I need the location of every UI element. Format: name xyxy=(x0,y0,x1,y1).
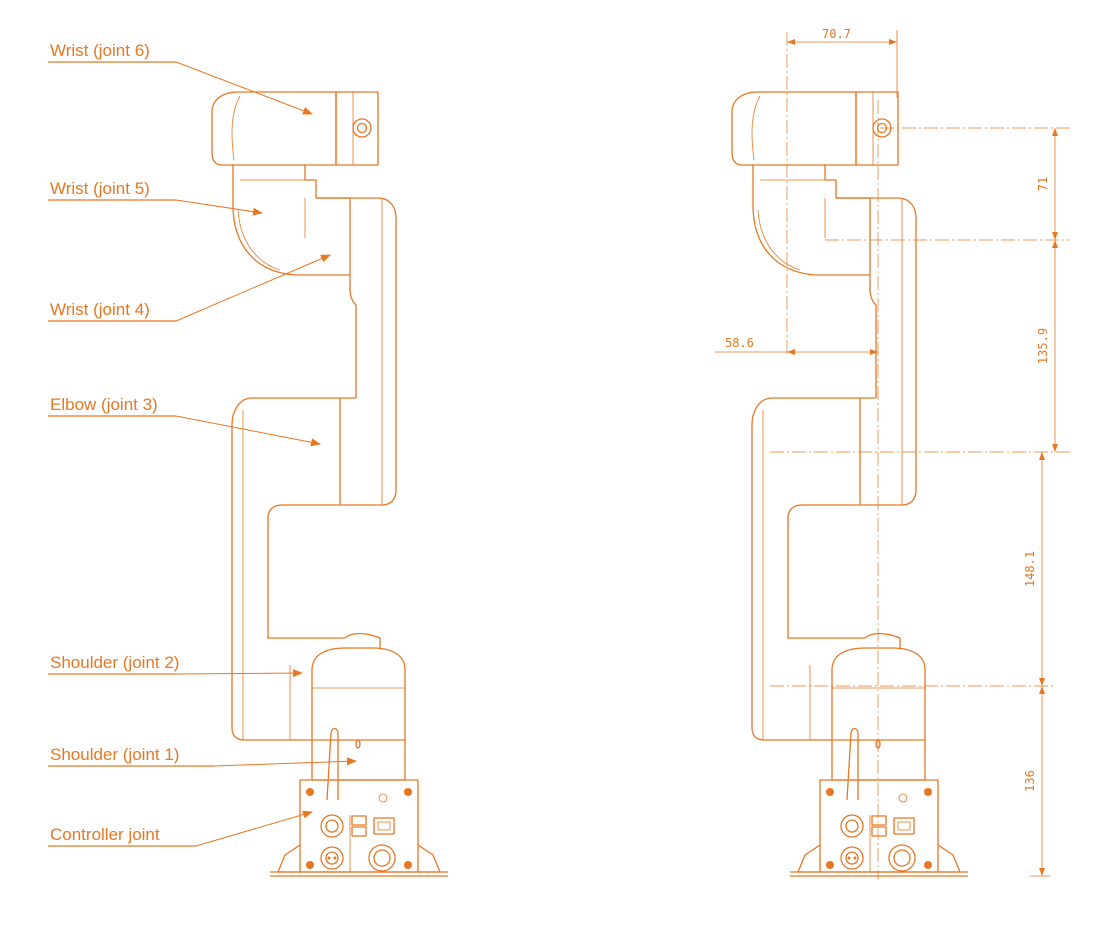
svg-text:Shoulder (joint 1): Shoulder (joint 1) xyxy=(50,745,179,764)
svg-text:Controller joint: Controller joint xyxy=(50,825,160,844)
dim-vertical-chain xyxy=(1030,128,1058,877)
svg-text:70.7: 70.7 xyxy=(822,27,851,41)
dim-wrist-width: 70.7 xyxy=(787,27,898,98)
svg-text:Wrist (joint 4): Wrist (joint 4) xyxy=(50,300,150,319)
label-joint3: Elbow (joint 3) xyxy=(48,395,321,447)
label-joint1: Shoulder (joint 1) xyxy=(48,745,357,767)
right-view-robot xyxy=(731,91,969,877)
left-view-robot xyxy=(211,91,449,877)
dim-h-upper: 135.9 xyxy=(1036,328,1050,364)
svg-text:Wrist (joint 5): Wrist (joint 5) xyxy=(50,179,150,198)
label-joint2: Shoulder (joint 2) xyxy=(48,653,303,678)
svg-text:58.6: 58.6 xyxy=(725,336,754,350)
label-joint5: Wrist (joint 5) xyxy=(48,179,263,216)
svg-text:Shoulder (joint 2): Shoulder (joint 2) xyxy=(50,653,179,672)
dim-h-base: 136 xyxy=(1023,770,1037,792)
svg-text:Elbow (joint 3): Elbow (joint 3) xyxy=(50,395,158,414)
dim-h-lower: 148.1 xyxy=(1023,551,1037,587)
label-controller: Controller joint xyxy=(48,810,313,847)
centerlines xyxy=(770,32,1070,880)
dim-offset: 58.6 xyxy=(715,336,878,355)
label-joint6: Wrist (joint 6) xyxy=(48,41,313,115)
dim-h-top: 71 xyxy=(1036,177,1050,191)
label-joint4: Wrist (joint 4) xyxy=(48,254,331,322)
svg-text:Wrist (joint 6): Wrist (joint 6) xyxy=(50,41,150,60)
